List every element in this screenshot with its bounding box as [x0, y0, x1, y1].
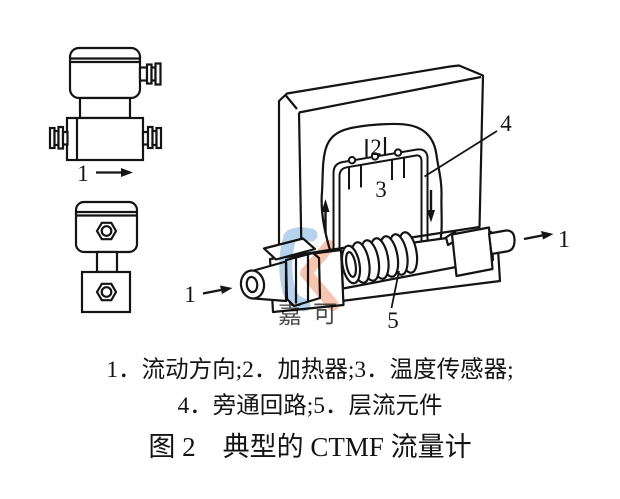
figure-legend-line-1: 1．流动方向;2．加热器;3．温度传感器;	[106, 357, 514, 383]
flow-arrow-head	[121, 168, 133, 177]
up-arrow-head	[321, 199, 330, 212]
sensor-neck	[95, 250, 119, 274]
hex-nut-bore	[100, 286, 113, 298]
enclosure-front-top-edge	[298, 75, 482, 114]
coil-end-bore	[344, 251, 358, 278]
winding-lug	[347, 156, 357, 165]
cutout-edge	[320, 122, 443, 254]
outlet-arrow-shaft	[523, 234, 543, 241]
callout-4: 4	[500, 111, 512, 136]
watermark: 嘉 可	[278, 227, 339, 329]
callout-5: 5	[387, 308, 399, 333]
tube-inner-wall	[338, 154, 423, 255]
transmitter-neck	[78, 96, 132, 120]
sensor-front-view	[74, 200, 139, 314]
callout-1-outlet: 1	[558, 227, 570, 253]
enclosure-corner-chamfer	[284, 93, 298, 110]
outlet-body-block	[450, 226, 494, 278]
winding-lug	[393, 148, 403, 157]
down-arrow-head	[427, 210, 435, 223]
inlet-pipe-bore	[245, 275, 259, 294]
hex-nut-bore	[100, 225, 113, 237]
outlet-fitting	[444, 226, 516, 278]
cable-gland	[141, 125, 163, 150]
flow-arrows	[321, 190, 435, 233]
cable-gland	[138, 62, 162, 86]
inlet-arrow-shaft	[202, 288, 222, 295]
callout-1: 1	[77, 161, 89, 186]
transmitter-flow-label: 1	[77, 161, 133, 186]
figure-legend-line-2: 4．旁通回路;5．层流元件	[177, 393, 443, 419]
outlet-arrow-head	[541, 231, 554, 240]
leader-line-5	[390, 270, 400, 309]
watermark-char-left: 嘉	[278, 302, 302, 329]
transmitter-head	[68, 46, 142, 100]
watermark-logo-blue-stroke	[279, 227, 318, 312]
flowmeter-diagram: 1	[48, 46, 570, 333]
watermark-logo-salmon-stroke	[300, 240, 339, 311]
watermark-char-right: 可	[313, 302, 337, 328]
flowmeter-cutaway: 2 3 4 5 1 1	[184, 64, 570, 333]
transmitter-body	[65, 116, 145, 162]
cable-gland	[48, 125, 69, 150]
callout-labels: 2 3 4 5 1 1	[184, 111, 570, 333]
callout-1-inlet: 1	[184, 282, 196, 307]
callout-3: 3	[375, 177, 387, 202]
leader-line-4	[424, 130, 498, 178]
callout-2: 2	[370, 135, 382, 160]
laminar-flow-coil	[340, 231, 419, 285]
figure-captions: 1．流动方向;2．加热器;3．温度传感器; 4．旁通回路;5．层流元件 图 2 …	[0, 353, 620, 469]
tube-outer-wall	[332, 148, 429, 255]
outlet-stub-pipe	[487, 229, 516, 256]
winding-lug	[370, 152, 380, 161]
figure-caption-title: 图 2 典型的 CTMF 流量计	[148, 432, 472, 462]
inlet-arrow-head	[220, 285, 233, 294]
transmitter-front-view	[48, 46, 163, 162]
